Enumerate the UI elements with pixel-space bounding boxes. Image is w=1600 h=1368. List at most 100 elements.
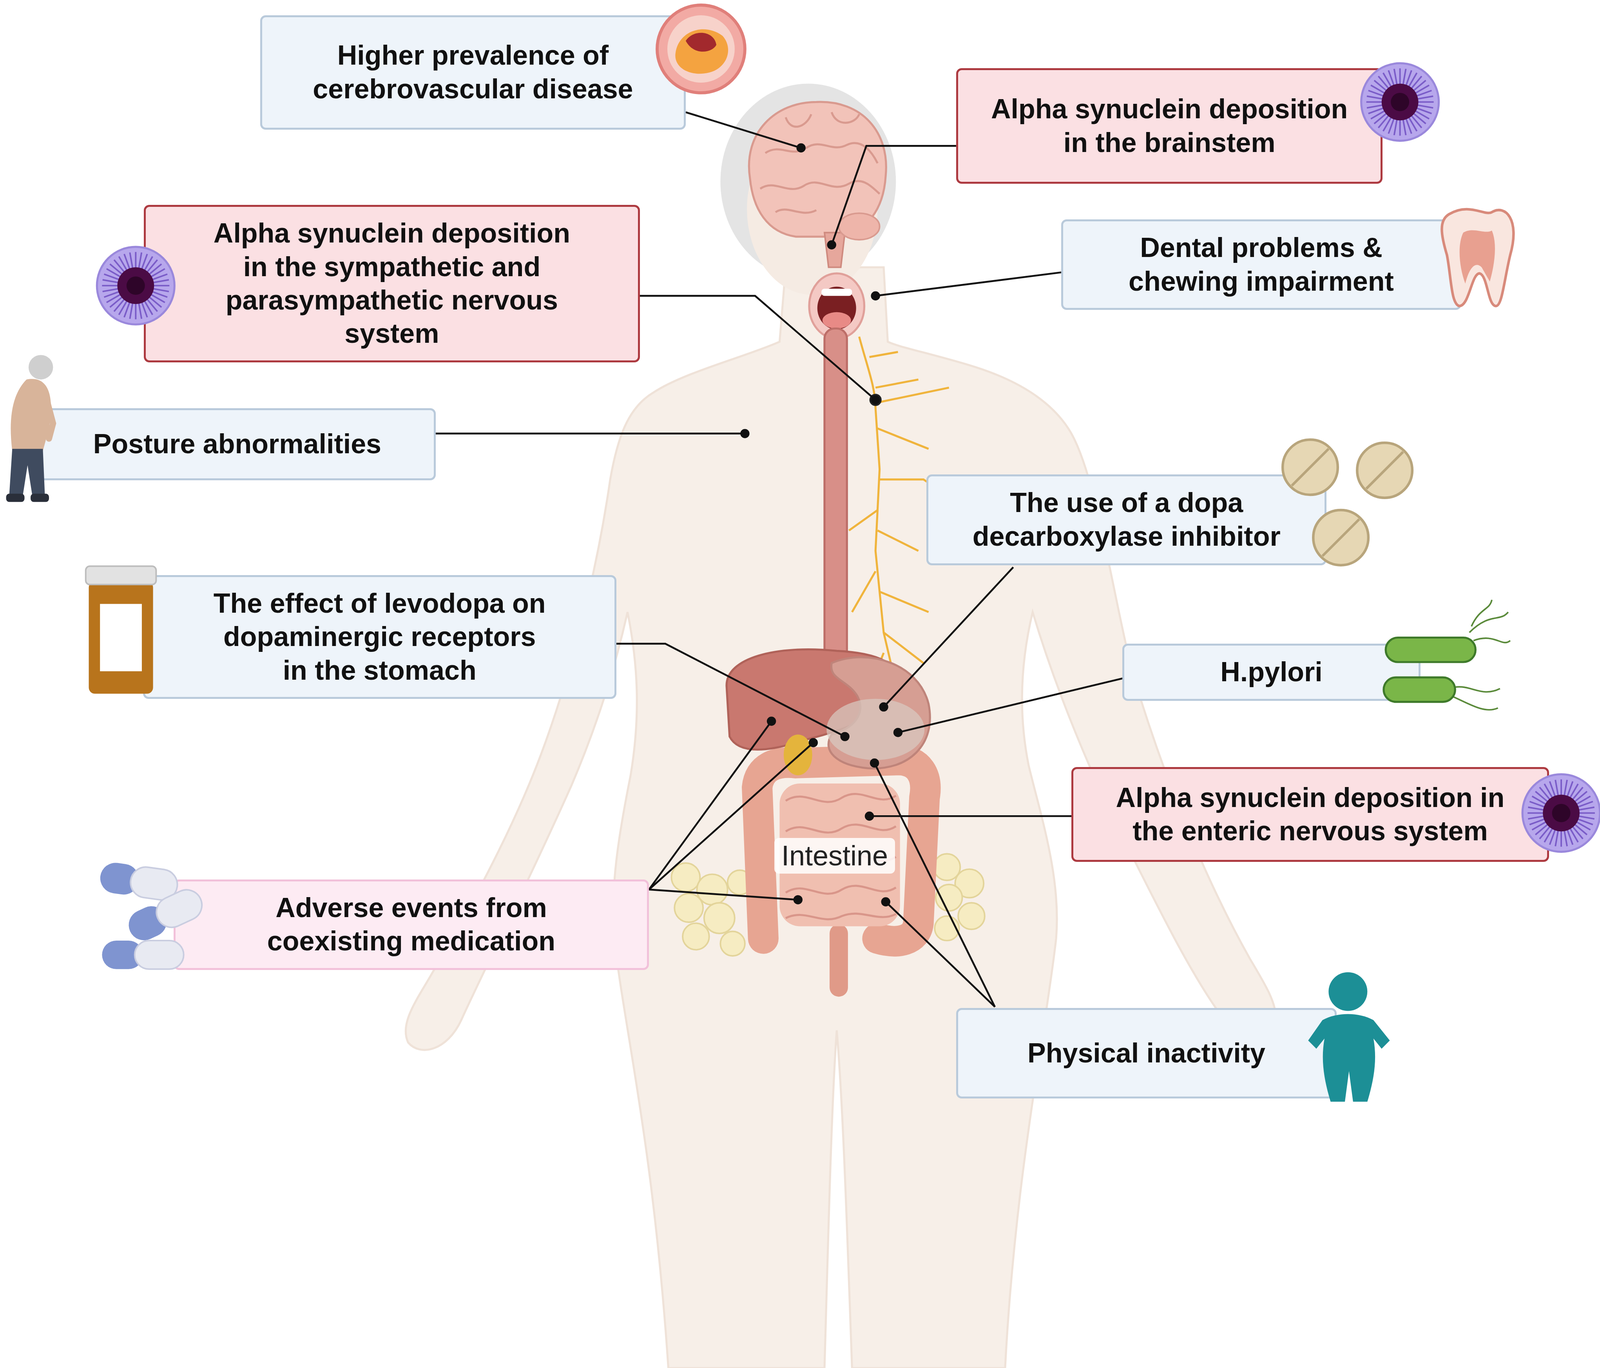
synuclein-icon — [114, 298, 126, 312]
synuclein-icon — [1416, 101, 1434, 103]
pill-bottle-icon — [85, 566, 157, 694]
box-text: The use of a dopa decarboxylase inhibito… — [960, 486, 1294, 554]
artery-plaque-icon — [685, 32, 717, 52]
box-text: Dental problems & chewing impairment — [1118, 231, 1405, 299]
synuclein-icon — [1368, 90, 1385, 97]
synuclein-icon — [143, 256, 153, 272]
synuclein-icon — [149, 293, 165, 303]
synuclein-icon — [1399, 118, 1401, 136]
leader-line — [897, 678, 1123, 733]
synuclein-icon — [1388, 117, 1395, 135]
synuclein-icon — [1378, 114, 1390, 128]
leader-dot — [740, 429, 750, 439]
leader-dot — [827, 240, 837, 250]
leader-dot — [793, 895, 803, 905]
synuclein-icon — [1381, 83, 1419, 121]
synuclein-icon — [1577, 812, 1595, 814]
box-text: Alpha synuclein deposition in the brains… — [983, 92, 1356, 160]
capsule-icon — [123, 901, 173, 946]
synuclein-icon — [104, 274, 121, 281]
synuclein-icon — [1412, 112, 1427, 124]
fat-cells — [720, 931, 745, 956]
synuclein-icon — [124, 253, 131, 271]
bacteria-icon — [1385, 637, 1476, 663]
synuclein-icon — [1563, 829, 1568, 847]
leader-line — [648, 721, 772, 890]
synuclein-icon — [1529, 819, 1546, 825]
pill-bottle-icon — [99, 604, 142, 672]
condition-box: The effect of levodopa on dopaminergic r… — [143, 575, 617, 700]
synuclein-icon — [101, 284, 120, 287]
leader-dot — [808, 738, 818, 748]
synuclein-icon — [1361, 63, 1439, 141]
condition-box: The use of a dopa decarboxylase inhibito… — [926, 474, 1327, 566]
synuclein-icon — [1560, 779, 1562, 797]
brain — [760, 181, 880, 194]
tablet-icon — [1282, 439, 1338, 495]
synuclein-icon — [151, 279, 169, 283]
synuclein-icon — [1532, 821, 1548, 830]
synuclein-icon — [104, 291, 121, 298]
intestine — [757, 760, 926, 988]
esophagus — [824, 328, 847, 666]
bacteria-icon — [1449, 686, 1501, 711]
synuclein-icon — [1566, 781, 1573, 799]
synuclein-icon — [129, 301, 133, 319]
synuclein-icon — [1370, 85, 1386, 94]
synuclein-icon — [1555, 829, 1559, 847]
leader-dot — [796, 143, 806, 153]
synuclein-icon — [1407, 72, 1417, 88]
synuclein-icon — [102, 288, 120, 292]
leader-dot — [870, 395, 880, 405]
synuclein-icon — [1366, 105, 1385, 109]
pathology-box: Alpha synuclein deposition in the enteri… — [1071, 767, 1550, 863]
tablet-icon — [1313, 510, 1369, 566]
synuclein-icon — [1573, 791, 1588, 803]
organ-label: Intestine — [774, 838, 896, 874]
stooped-man-icon — [9, 449, 45, 499]
pathology-box: Alpha synuclein deposition in the brains… — [956, 68, 1383, 184]
synuclein-icon — [1549, 828, 1556, 846]
synuclein-icon — [1370, 110, 1386, 119]
synuclein-icon — [1576, 819, 1593, 825]
artery-plaque-icon — [657, 5, 745, 93]
synuclein-icon — [1412, 80, 1427, 92]
synuclein-icon — [1535, 823, 1549, 835]
synuclein-icon — [148, 264, 162, 276]
synuclein-icon — [114, 259, 126, 274]
synuclein-icon — [1407, 115, 1417, 131]
bacteria-icon — [1469, 599, 1511, 643]
stooped-man-icon — [45, 393, 54, 439]
artery-plaque-icon — [667, 15, 735, 83]
synuclein-icon — [1539, 787, 1551, 801]
leader-dot — [840, 732, 850, 742]
bacteria-icon — [1383, 599, 1511, 711]
synuclein-icon — [126, 276, 145, 296]
fat-cells — [682, 923, 710, 951]
synuclein-icon — [1527, 816, 1546, 820]
leader-dot — [893, 728, 903, 738]
fat-cells — [958, 903, 985, 930]
capsule-icon — [123, 885, 207, 946]
synuclein-icon — [1383, 115, 1392, 131]
synuclein-icon — [102, 279, 120, 283]
pathology-box: Alpha synuclein deposition in the sympat… — [143, 204, 640, 363]
synuclein-icon — [134, 251, 137, 270]
synuclein-icon — [1544, 827, 1553, 843]
pill-bottle-icon — [85, 566, 157, 585]
tablet-icon — [1366, 452, 1404, 490]
synuclein-icon — [1555, 780, 1559, 798]
synuclein-icon — [1399, 68, 1401, 86]
synuclein-icon — [1410, 76, 1422, 90]
synuclein-icon — [1575, 796, 1591, 805]
synuclein-icon — [1571, 825, 1583, 839]
synuclein-icon — [1394, 117, 1398, 136]
synuclein-icon — [148, 296, 162, 308]
synuclein-icon — [1542, 795, 1580, 832]
synuclein-icon — [1569, 784, 1579, 800]
synuclein-icon — [96, 246, 175, 325]
leader-line — [883, 567, 1014, 708]
leader-line — [639, 295, 876, 401]
fat-cells — [935, 884, 963, 912]
synuclein-icon — [1394, 68, 1398, 87]
